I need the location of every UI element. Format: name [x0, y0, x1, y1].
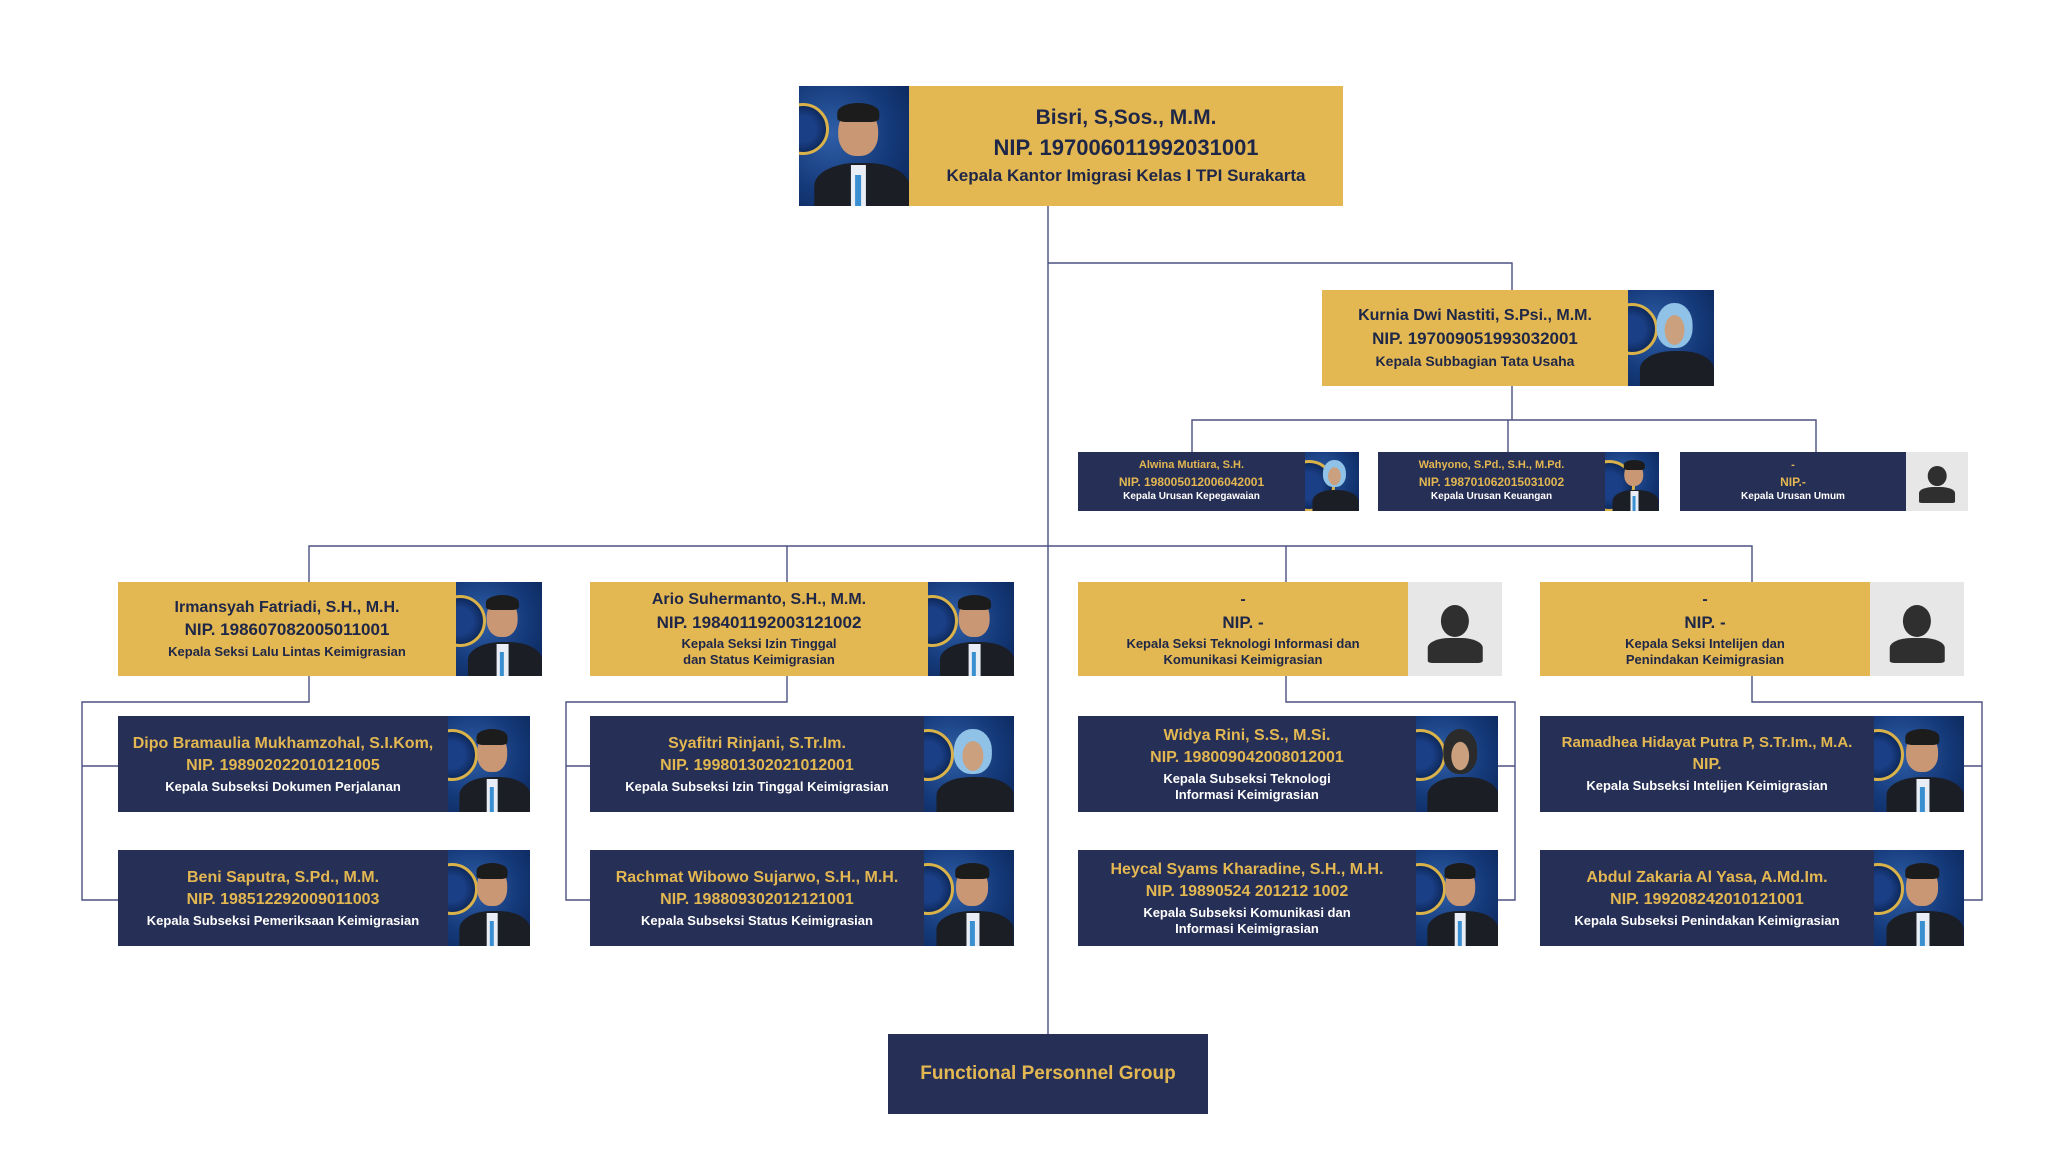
- subseksi-nip: NIP. 199208242010121001: [1610, 891, 1804, 909]
- seksi-position: Kepala Seksi Izin Tinggal dan Status Kei…: [681, 636, 837, 668]
- subseksi-name: Syafitri Rinjani, S.Tr.Im.: [668, 734, 846, 752]
- placeholder-avatar-icon: [1408, 582, 1502, 676]
- subseksi-photo: [1416, 850, 1498, 946]
- subseksi-nip: NIP. 198009042008012001: [1150, 749, 1344, 767]
- subbagian-name: Kurnia Dwi Nastiti, S.Psi., M.M.: [1358, 307, 1592, 325]
- seksi-nip: NIP. -: [1684, 612, 1726, 632]
- subseksi-name: Rachmat Wibowo Sujarwo, S.H., M.H.: [615, 868, 899, 886]
- subseksi-photo: [924, 716, 1014, 812]
- subseksi-nip: NIP. 19890524 201212 1002: [1145, 883, 1349, 901]
- subseksi-card: Dipo Bramaulia Mukhamzohal, S.I.Kom, NIP…: [118, 716, 530, 812]
- subseksi-card: Beni Saputra, S.Pd., M.M. NIP. 198512292…: [118, 850, 530, 946]
- head-photo: [799, 86, 909, 206]
- urusan-name: Alwina Mutiara, S.H.: [1138, 459, 1245, 472]
- subseksi-position: Kepala Subseksi Intelijen Keimigrasian: [1586, 777, 1828, 793]
- subseksi-position: Kepala Subseksi Dokumen Perjalanan: [165, 778, 401, 794]
- seksi-card: - NIP. - Kepala Seksi Teknologi Informas…: [1078, 582, 1502, 676]
- placeholder-avatar-icon: [1870, 582, 1964, 676]
- seksi-name: -: [1240, 591, 1246, 609]
- subseksi-position: Kepala Subseksi Teknologi Informasi Keim…: [1163, 770, 1331, 802]
- subseksi-photo: [1874, 716, 1964, 812]
- subseksi-photo: [1874, 850, 1964, 946]
- subseksi-card: Abdul Zakaria Al Yasa, A.Md.Im. NIP. 199…: [1540, 850, 1964, 946]
- subseksi-position: Kepala Subseksi Komunikasi dan Informasi…: [1143, 904, 1351, 936]
- urusan-position: Kepala Urusan Kepegawaian: [1123, 491, 1260, 503]
- seksi-card: - NIP. - Kepala Seksi Intelijen dan Peni…: [1540, 582, 1964, 676]
- functional-personnel-group-box: Functional Personnel Group: [888, 1034, 1208, 1114]
- urusan-connector: [1191, 419, 1817, 452]
- seksi-nip: NIP. 198401192003121002: [656, 612, 862, 632]
- seksi1-sub-connector: [81, 676, 310, 901]
- subseksi-photo: [924, 850, 1014, 946]
- subseksi-position: Kepala Subseksi Pemeriksaan Keimigrasian: [146, 912, 420, 928]
- subseksi-card: Ramadhea Hidayat Putra P, S.Tr.Im., M.A.…: [1540, 716, 1964, 812]
- subseksi-photo: [448, 716, 530, 812]
- subseksi-nip: NIP. 198809302012121001: [660, 891, 854, 909]
- urusan-name: Wahyono, S.Pd., S.H., M.Pd.: [1418, 459, 1565, 472]
- seksi-nip: NIP. 198607082005011001: [184, 620, 390, 640]
- seksi-name: -: [1702, 591, 1708, 609]
- subseksi-position: Kepala Subseksi Izin Tinggal Keimigrasia…: [625, 778, 889, 794]
- subseksi-nip: NIP. 198512292009011003: [186, 891, 380, 909]
- seksi-nip: NIP. -: [1222, 612, 1264, 632]
- subseksi-card: Heycal Syams Kharadine, S.H., M.H. NIP. …: [1078, 850, 1498, 946]
- subseksi-position: Kepala Subseksi Status Keimigrasian: [641, 912, 873, 928]
- subbagian-nip: NIP. 197009051993032001: [1372, 328, 1578, 348]
- seksi-photo: [928, 582, 1014, 676]
- subbagian-position: Kepala Subbagian Tata Usaha: [1375, 352, 1575, 369]
- seksi-position: Kepala Seksi Intelijen dan Penindakan Ke…: [1625, 636, 1785, 668]
- seksi-position: Kepala Seksi Teknologi Informasi dan Kom…: [1126, 636, 1360, 668]
- urusan-photo: [1305, 452, 1359, 511]
- seksi4-sub-connector: [1751, 676, 1983, 901]
- subbagian-photo: [1628, 290, 1714, 386]
- subseksi-name: Dipo Bramaulia Mukhamzohal, S.I.Kom,: [132, 734, 434, 752]
- subbagian-card: Kurnia Dwi Nastiti, S.Psi., M.M. NIP. 19…: [1322, 290, 1714, 386]
- urusan-nip: NIP.-: [1780, 474, 1806, 489]
- subseksi-name: Ramadhea Hidayat Putra P, S.Tr.Im., M.A.: [1561, 734, 1853, 752]
- seksi-connector: [308, 545, 1753, 582]
- head-name: Bisri, S,Sos., M.M.: [1035, 106, 1217, 130]
- subseksi-card: Widya Rini, S.S., M.Si. NIP. 19800904200…: [1078, 716, 1498, 812]
- subseksi-photo: [448, 850, 530, 946]
- urusan-card: Wahyono, S.Pd., S.H., M.Pd. NIP. 1987010…: [1378, 452, 1659, 511]
- subseksi-nip: NIP. 198902022010121005: [186, 757, 380, 775]
- urusan-name: -: [1791, 459, 1795, 472]
- subseksi-card: Syafitri Rinjani, S.Tr.Im. NIP. 19980130…: [590, 716, 1014, 812]
- urusan-card: - NIP.- Kepala Urusan Umum: [1680, 452, 1968, 511]
- subbagian-connector: [1048, 262, 1513, 290]
- urusan-position: Kepala Urusan Keuangan: [1430, 491, 1553, 503]
- seksi-position: Kepala Seksi Lalu Lintas Keimigrasian: [168, 644, 406, 660]
- subseksi-nip: NIP. 199801302021012001: [660, 757, 854, 775]
- urusan-position: Kepala Urusan Umum: [1741, 491, 1845, 503]
- subseksi-photo: [1416, 716, 1498, 812]
- seksi-photo: [456, 582, 542, 676]
- urusan-nip: NIP. 198701062015031002: [1418, 474, 1565, 489]
- head-card: Bisri, S,Sos., M.M. NIP. 197006011992031…: [799, 86, 1343, 206]
- seksi-card: Ario Suhermanto, S.H., M.M. NIP. 1984011…: [590, 582, 1014, 676]
- subseksi-name: Beni Saputra, S.Pd., M.M.: [186, 868, 380, 886]
- head-nip: NIP. 197006011992031001: [993, 135, 1259, 161]
- seksi-name: Irmansyah Fatriadi, S.H., M.H.: [174, 598, 400, 616]
- seksi3-sub-connector: [1285, 676, 1516, 901]
- subseksi-position: Kepala Subseksi Penindakan Keimigrasian: [1574, 912, 1840, 928]
- urusan-card: Alwina Mutiara, S.H. NIP. 19800501200604…: [1078, 452, 1359, 511]
- subseksi-name: Widya Rini, S.S., M.Si.: [1163, 726, 1331, 744]
- subseksi-card: Rachmat Wibowo Sujarwo, S.H., M.H. NIP. …: [590, 850, 1014, 946]
- subseksi-nip: NIP.: [1692, 756, 1722, 774]
- placeholder-avatar-icon: [1906, 452, 1968, 511]
- subseksi-name: Abdul Zakaria Al Yasa, A.Md.Im.: [1586, 868, 1828, 886]
- subseksi-name: Heycal Syams Kharadine, S.H., M.H.: [1110, 860, 1384, 878]
- urusan-photo: [1605, 452, 1659, 511]
- seksi2-sub-connector: [565, 676, 788, 901]
- urusan-nip: NIP. 198005012006042001: [1118, 474, 1265, 489]
- head-position: Kepala Kantor Imigrasi Kelas I TPI Surak…: [946, 165, 1306, 185]
- functional-label: Functional Personnel Group: [920, 1063, 1176, 1084]
- seksi-card: Irmansyah Fatriadi, S.H., M.H. NIP. 1986…: [118, 582, 542, 676]
- seksi-name: Ario Suhermanto, S.H., M.M.: [651, 591, 867, 609]
